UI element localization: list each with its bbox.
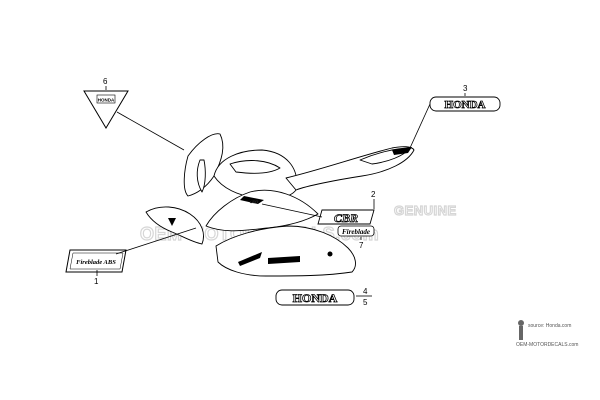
decal-script-badge: Fireblade xyxy=(337,225,375,237)
callout-1: 1 xyxy=(94,277,99,286)
callout-5: 5 xyxy=(363,298,368,307)
decal-cbr-small: CBR xyxy=(250,199,259,204)
middle-fairing xyxy=(205,189,319,232)
decal-cbr: CBR xyxy=(317,209,375,225)
callout-3: 3 xyxy=(463,84,468,93)
leader-lines xyxy=(96,86,466,297)
callout-6: 6 xyxy=(103,77,108,86)
callout-7: 7 xyxy=(359,241,364,250)
watermark-genuine: GENUINE xyxy=(394,203,457,218)
source-site: OEM-MOTORDECALS.com xyxy=(516,342,578,348)
svg-text:HONDA: HONDA xyxy=(445,99,486,111)
decal-honda-lower: HONDA xyxy=(275,289,355,306)
svg-text:Fireblade: Fireblade xyxy=(342,228,370,236)
svg-text:HONDA: HONDA xyxy=(293,291,338,305)
decal-honda-upper: HONDA xyxy=(429,96,501,112)
lower-fairing xyxy=(215,225,356,277)
decal-side-badge: Fireblade ABS xyxy=(65,249,127,273)
callout-4: 4 xyxy=(363,287,368,296)
callout-2: 2 xyxy=(371,190,376,199)
upper-fairing xyxy=(183,133,415,200)
side-panel-left xyxy=(145,206,204,245)
svg-text:Fireblade ABS: Fireblade ABS xyxy=(76,259,116,266)
svg-text:CBR: CBR xyxy=(334,211,358,225)
source-credit: source: Honda.com OEM-MOTORDECALS.com xyxy=(516,320,578,348)
decal-triangle-emblem: HONDA xyxy=(83,90,129,129)
svg-text:HONDA: HONDA xyxy=(98,98,115,103)
source-label: source: Honda.com xyxy=(528,323,571,329)
